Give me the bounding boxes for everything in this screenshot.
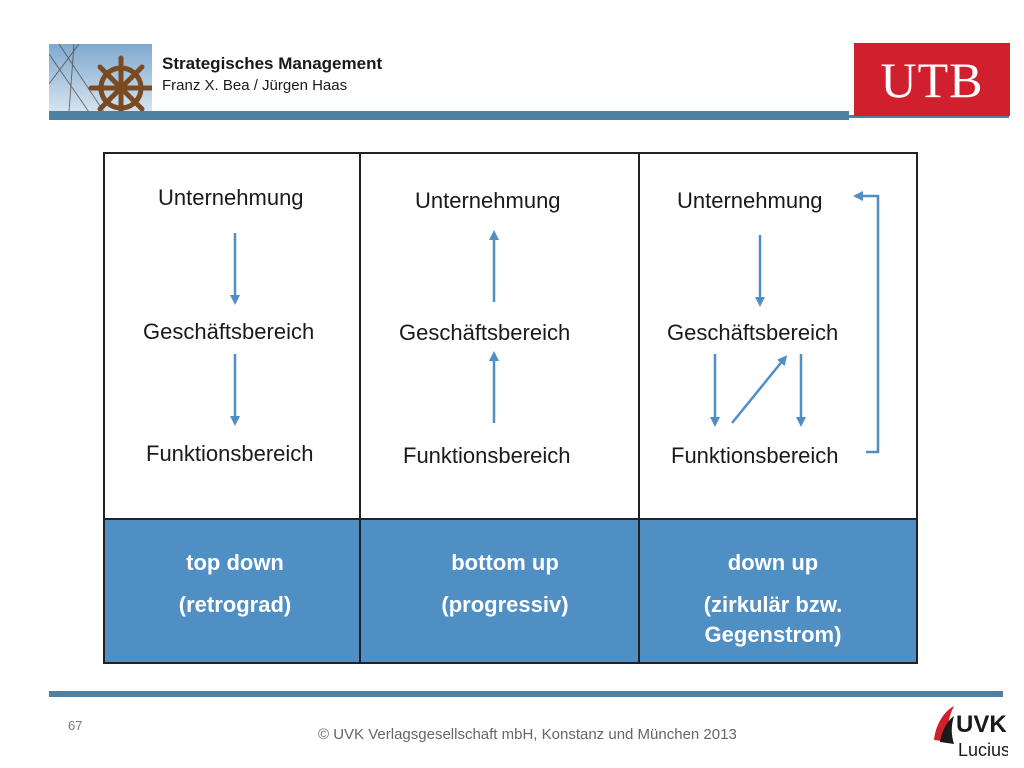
utb-logo: UTB [854,43,1010,116]
level-geschaeftsbereich: Geschäftsbereich [667,320,839,345]
level-unternehmung: Unternehmung [677,188,823,213]
logo-bottom-text: Lucius [958,740,1008,760]
header-rule [49,111,849,120]
band-divider [104,518,917,520]
comparison-table [103,152,918,664]
page-number: 67 [68,718,83,733]
feedback-loop-arrow [853,191,880,454]
footer-rule [49,691,1003,697]
level-funktionsbereich: Funktionsbereich [403,443,571,468]
copyright-notice: © UVK Verlagsgesellschaft mbH, Konstanz … [318,726,737,743]
level-unternehmung: Unternehmung [415,188,561,213]
approach-description-line1: (zirkulär bzw. [703,592,843,617]
approach-band [104,519,917,663]
approach-label: down up [727,550,819,575]
arrow-diagonal-up [731,355,788,424]
header-rule-thin [849,115,1009,118]
approach-description: (progressiv) [441,592,569,617]
level-geschaeftsbereich: Geschäftsbereich [143,319,315,344]
book-authors: Franz X. Bea / Jürgen Haas [162,77,348,94]
level-funktionsbereich: Funktionsbereich [146,441,314,466]
book-title: Strategisches Management [162,54,383,73]
uvk-lucius-logo: UVK Lucius [928,702,1010,762]
column-divider [359,152,361,664]
approach-description-line2: Gegenstrom) [704,622,842,647]
logo-top-text: UVK [956,711,1007,738]
level-funktionsbereich: Funktionsbereich [671,443,839,468]
approach-label: bottom up [451,550,559,575]
level-unternehmung: Unternehmung [158,185,304,210]
ship-wheel-image [49,44,152,112]
level-geschaeftsbereich: Geschäftsbereich [399,320,571,345]
approach-label: top down [186,550,284,575]
column-divider [638,152,640,664]
approach-description: (retrograd) [178,592,292,617]
